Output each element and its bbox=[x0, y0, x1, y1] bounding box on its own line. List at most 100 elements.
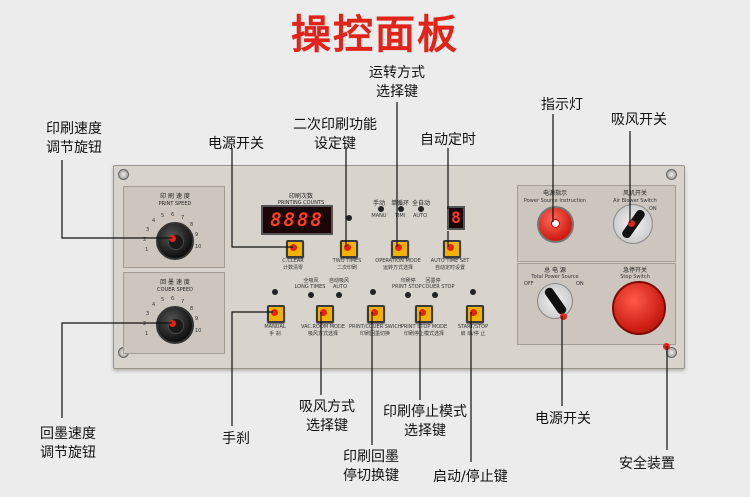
manual-label-cn: 手 刹 bbox=[269, 331, 281, 337]
estop-label-cn: 急停开关 bbox=[622, 267, 647, 274]
power-ind-label-cn: 电源指示 bbox=[542, 190, 567, 197]
screw-icon bbox=[118, 169, 129, 180]
psm-label-cn: 印刷停止模式选择 bbox=[403, 331, 444, 337]
callout-start-stop: 启动/停止键 bbox=[433, 469, 508, 485]
callout-anchor-dot bbox=[271, 309, 278, 316]
led-start bbox=[470, 289, 476, 295]
callout-print-stop-line1: 印刷停止模式 bbox=[383, 404, 467, 420]
dial-num-7: 7 bbox=[181, 299, 185, 305]
callout-anchor-dot bbox=[320, 309, 327, 316]
mode-label-timi-cn: 单循环 bbox=[390, 200, 409, 207]
led-pcs bbox=[370, 289, 376, 295]
callout-operation-mode-line2: 选择键 bbox=[376, 84, 418, 100]
led-timi bbox=[398, 206, 404, 212]
dial-num-10: 10 bbox=[195, 328, 202, 334]
op-mode-label-en: OPERATION MODE bbox=[375, 258, 421, 264]
led-manual bbox=[272, 289, 278, 295]
callout-anchor-dot bbox=[290, 244, 297, 251]
print-speed-label-cn: 印 刷 速 度 bbox=[160, 193, 190, 200]
dial-num-2: 2 bbox=[143, 237, 147, 243]
led-indicator bbox=[346, 215, 352, 221]
suction-auto-en: AUTO bbox=[332, 284, 348, 290]
timer-digit: 8 bbox=[451, 208, 461, 227]
dial-num-1: 1 bbox=[145, 331, 149, 337]
manual-label-en: MANUAL bbox=[264, 324, 286, 330]
fan-label-cn: 风机开关 bbox=[622, 190, 647, 197]
led-suction-auto bbox=[336, 292, 342, 298]
callout-return-ink-line2: 调节旋钮 bbox=[40, 445, 96, 461]
fan-label-en: Air Blower Switch bbox=[613, 198, 657, 204]
callout-suction-switch: 吸风开关 bbox=[611, 112, 667, 128]
callout-anchor-dot bbox=[419, 309, 426, 316]
callout-suction-mode-line2: 选择键 bbox=[306, 418, 348, 434]
off-label: OFF bbox=[524, 281, 534, 287]
callout-anchor-dot bbox=[628, 220, 635, 227]
callout-print-speed-line2: 调节旋钮 bbox=[46, 140, 102, 156]
callout-anchor-dot bbox=[395, 244, 402, 251]
return-speed-label-cn: 回 墨 速 度 bbox=[160, 279, 190, 286]
print-stop-cn: 印刷停 bbox=[400, 278, 416, 284]
dial-num-8: 8 bbox=[190, 222, 194, 228]
callout-auto-timer: 自动定时 bbox=[420, 132, 476, 148]
dial-num-3: 3 bbox=[146, 227, 150, 233]
dial-num-5: 5 bbox=[161, 213, 165, 219]
led-manu bbox=[378, 206, 384, 212]
mode-label-manu-cn: 手动 bbox=[373, 200, 386, 207]
auto-time-label-en: AUTO TIME SET bbox=[430, 258, 470, 264]
two-times-label-cn: 二次印刷 bbox=[336, 265, 357, 271]
suction-auto-cn: 自动吸风 bbox=[328, 278, 349, 284]
dial-num-2: 2 bbox=[143, 321, 147, 327]
timer-display: 8 bbox=[447, 206, 465, 230]
dial-num-6: 6 bbox=[171, 296, 175, 302]
ss-label-en: START/STOP bbox=[457, 324, 489, 330]
callout-anchor-dot bbox=[551, 219, 560, 228]
callout-print-stop-mode: 印刷停止模式 选择键 bbox=[383, 403, 467, 441]
callout-return-ink-speed: 回墨速度 调节旋钮 bbox=[40, 425, 96, 463]
counts-label-cn: 印刷次数 bbox=[288, 193, 313, 200]
couer-stop-en: COUER STOP bbox=[422, 284, 455, 290]
psm-label-en: PRINT STOP MODE bbox=[400, 324, 448, 330]
callout-print-stop-line2: 选择键 bbox=[404, 423, 446, 439]
dial-num-10: 10 bbox=[195, 244, 202, 250]
callout-anchor-dot bbox=[447, 244, 454, 251]
print-speed-knob[interactable] bbox=[156, 222, 194, 260]
ss-label-cn: 启 动/停 止 bbox=[460, 331, 486, 337]
callout-power-switch-top: 电源开关 bbox=[208, 136, 264, 152]
callout-safety-device: 安全装置 bbox=[619, 456, 675, 472]
callout-second-print-line1: 二次印刷功能 bbox=[293, 117, 377, 133]
clear-label-en: C.CLEAR bbox=[282, 258, 304, 264]
led-couer-stop bbox=[432, 292, 438, 298]
pcs-label-cn: 印刷回墨切换 bbox=[359, 331, 390, 337]
callout-anchor-dot bbox=[470, 309, 477, 316]
dial-num-1: 1 bbox=[145, 247, 149, 253]
dial-num-4: 4 bbox=[152, 218, 156, 224]
print-stop-en: PRINT STOP bbox=[392, 284, 422, 290]
page-title: 操控面板 bbox=[291, 12, 459, 58]
vac-label-en: VAC.ROOM MODE bbox=[300, 324, 346, 330]
dial-num-8: 8 bbox=[190, 306, 194, 312]
op-mode-label-cn: 运转方式选择 bbox=[382, 265, 413, 271]
callout-print-return-line1: 印刷回墨 bbox=[343, 449, 399, 465]
dial-num-6: 6 bbox=[171, 212, 175, 218]
callout-suction-mode: 吸风方式 选择键 bbox=[299, 398, 355, 436]
mode-label-auto-cn: 全自动 bbox=[412, 200, 431, 207]
on-label: ON bbox=[576, 281, 584, 287]
callout-anchor-dot bbox=[169, 235, 176, 242]
callout-print-return: 印刷回墨 停切换键 bbox=[343, 448, 399, 486]
emergency-stop-button[interactable] bbox=[612, 281, 666, 335]
two-times-label-en: TWO TIMES bbox=[332, 258, 362, 264]
estop-label-en: Stop Switch bbox=[620, 274, 650, 280]
callout-print-speed: 印刷速度 调节旋钮 bbox=[46, 120, 102, 158]
total-power-switch[interactable] bbox=[537, 283, 573, 319]
callout-suction-mode-line1: 吸风方式 bbox=[299, 399, 355, 415]
print-speed-label-en: PRINT SPEED bbox=[158, 201, 192, 207]
suction-long-en: LONG TIMES bbox=[294, 284, 326, 290]
callout-anchor-dot bbox=[169, 320, 176, 327]
mode-label-timi-en: TIMI bbox=[394, 213, 406, 219]
callout-anchor-dot bbox=[371, 309, 378, 316]
screw-icon bbox=[666, 169, 677, 180]
dial-num-3: 3 bbox=[146, 311, 150, 317]
callout-anchor-dot bbox=[560, 313, 567, 320]
total-power-en: Total Power Source bbox=[531, 274, 579, 280]
